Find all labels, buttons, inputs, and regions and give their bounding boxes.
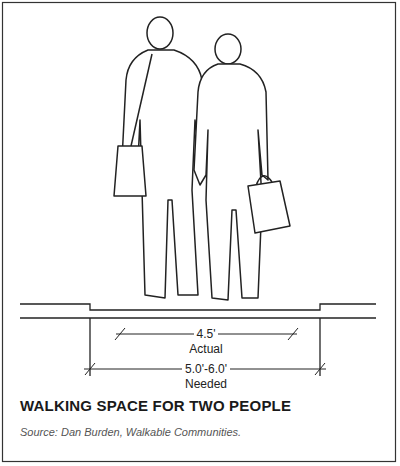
- dimension-note: Actual: [186, 342, 225, 356]
- sidewalk-section: [20, 304, 376, 376]
- dimension-lines: [84, 328, 326, 375]
- dimension-note: Needed: [182, 377, 230, 391]
- dimension-value: 4.5': [194, 327, 219, 341]
- dimension-value: 5.0'-6.0': [182, 362, 230, 376]
- person-right: [194, 34, 290, 300]
- figure-title: WALKING SPACE FOR TWO PEOPLE: [20, 397, 291, 415]
- frame: [3, 3, 396, 462]
- source-caption: Source: Dan Burden, Walkable Communities…: [20, 425, 241, 439]
- person-left: [114, 17, 206, 298]
